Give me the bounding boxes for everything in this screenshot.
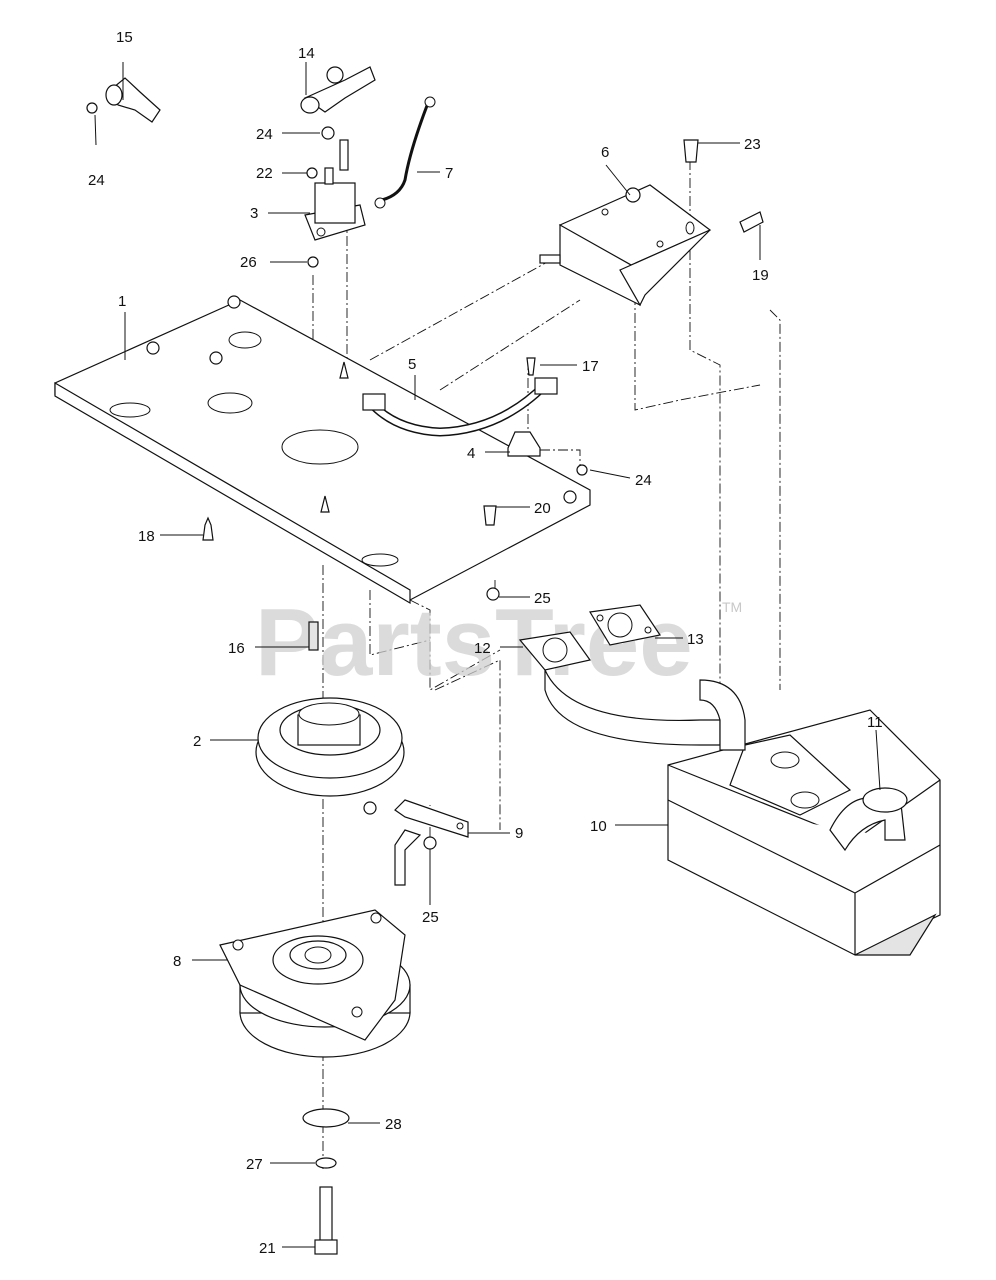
callout-24-top: 24 [256,126,273,143]
callout-24-right: 24 [635,472,652,489]
callout-26: 26 [240,254,257,271]
callout-18: 18 [138,528,155,545]
part-23-bolt [683,139,699,163]
callout-25-top: 25 [534,590,551,607]
part-26-washer [307,256,319,268]
part-12-exhaust-pipe [518,631,746,751]
part-28-spacer [302,1108,350,1128]
callout-13: 13 [687,631,704,648]
part-8-clutch [219,909,411,1058]
callout-28: 28 [385,1116,402,1133]
callout-labels: 15 24 14 24 22 3 26 7 6 23 19 1 5 17 4 2… [88,29,883,1257]
part-19-pin [739,211,764,233]
callout-3: 3 [250,205,258,222]
part-21-bolt [319,1186,333,1243]
callout-14: 14 [298,45,315,62]
callout-8: 8 [173,953,181,970]
part-17-screw [526,357,536,376]
part-24-nut-left [86,102,98,114]
callout-27: 27 [246,1156,263,1173]
part-13-gasket [589,604,661,646]
part-7-wire [374,96,436,209]
part-20-bolt [483,505,497,526]
callout-20: 20 [534,500,551,517]
callout-23: 23 [744,136,761,153]
part-16-key [308,621,319,651]
callout-21: 21 [259,1240,276,1257]
callout-7: 7 [445,165,453,182]
callout-22: 22 [256,165,273,182]
callout-9: 9 [515,825,523,842]
part-15-boot [105,77,161,123]
callout-2: 2 [193,733,201,750]
part-11-outlet-pipe [829,787,908,852]
part-27-washer [315,1157,337,1169]
callout-19: 19 [752,267,769,284]
part-24-nut-top [321,126,335,140]
leader-lines [94,62,881,1248]
callout-5: 5 [408,356,416,373]
part-18-screw [202,516,214,541]
part-1-mounting-plate [54,295,591,605]
part-24-nut-right [576,464,588,476]
part-2-pulley [255,697,405,797]
callout-17: 17 [582,358,599,375]
callout-11: 11 [867,714,883,731]
part-5-cable [362,377,558,437]
callout-24-left: 24 [88,172,105,189]
watermark-tm: TM [722,599,742,615]
callout-25-bottom: 25 [422,909,439,926]
part-14-boot [300,66,376,114]
callout-6: 6 [601,144,609,161]
part-3-solenoid [304,139,366,241]
hardware-items [86,102,764,1255]
part-4-clamp [507,431,541,457]
part-25-nut-a [486,587,500,601]
callout-10: 10 [590,818,607,835]
callout-15: 15 [116,29,133,46]
callout-4: 4 [467,445,475,462]
callout-16: 16 [228,640,245,657]
part-22-nut [306,167,318,179]
callout-12: 12 [474,640,491,657]
part-10-muffler [667,709,941,956]
callout-1: 1 [118,293,126,310]
part-9-bracket [363,799,469,886]
part-6-bracket [539,184,712,307]
